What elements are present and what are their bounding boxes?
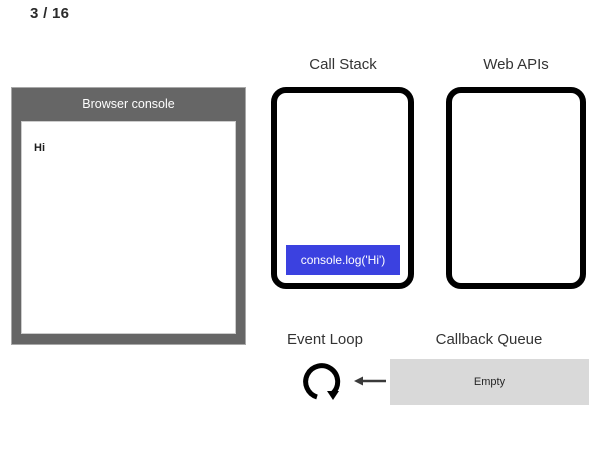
callback-queue-box: Empty xyxy=(390,359,589,405)
call-stack-frame: console.log('Hi') xyxy=(286,245,400,275)
call-stack-title: Call Stack xyxy=(309,56,377,73)
callback-queue-title: Callback Queue xyxy=(435,331,543,348)
console-output-area: Hi xyxy=(21,121,236,334)
console-log-line: Hi xyxy=(34,142,45,154)
web-apis-box xyxy=(446,87,586,289)
browser-console-title: Browser console xyxy=(82,97,175,111)
slide-counter: 3 / 16 xyxy=(30,5,70,22)
callback-queue-status: Empty xyxy=(473,376,506,388)
web-apis-title: Web APIs xyxy=(483,56,549,73)
arrow-left-icon xyxy=(354,373,386,389)
browser-console-window: Browser console Hi xyxy=(11,87,246,345)
event-loop-title: Event Loop xyxy=(287,331,363,348)
call-stack-box: console.log('Hi') xyxy=(271,87,414,289)
circular-arrow-icon xyxy=(303,359,347,403)
